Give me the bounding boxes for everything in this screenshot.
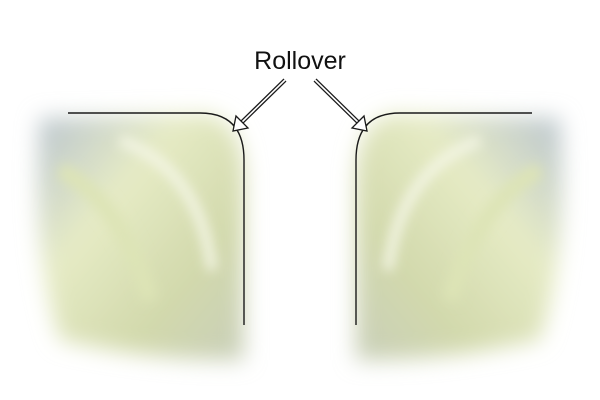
right-arrow	[313, 78, 368, 132]
right-edge-outline	[355, 112, 532, 325]
left-material-piece	[37, 114, 244, 361]
left-edge-outline	[68, 112, 245, 325]
left-arrow	[232, 78, 287, 132]
right-material-piece	[356, 114, 563, 361]
rollover-label: Rollover	[254, 47, 346, 75]
